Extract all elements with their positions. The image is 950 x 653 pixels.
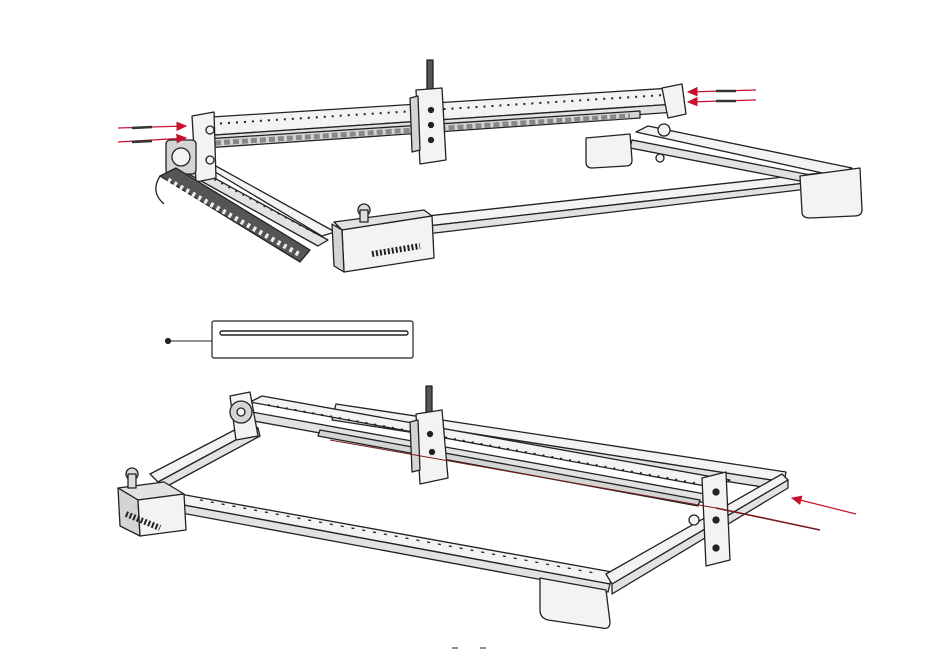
- control-box: [332, 204, 434, 272]
- figure-bottom-assembly: [118, 386, 788, 628]
- gantry-x-rail: [248, 396, 730, 506]
- right-end-plate: [689, 472, 730, 566]
- figure-top-assembly: [156, 60, 862, 272]
- laser-module-carriage: [410, 60, 446, 164]
- laser-module-carriage: [410, 386, 448, 484]
- screw-pair-right: [688, 90, 756, 102]
- front-x-rail: [176, 494, 612, 592]
- aluminum-profile-rod: [220, 331, 408, 335]
- part-callout: [165, 321, 413, 358]
